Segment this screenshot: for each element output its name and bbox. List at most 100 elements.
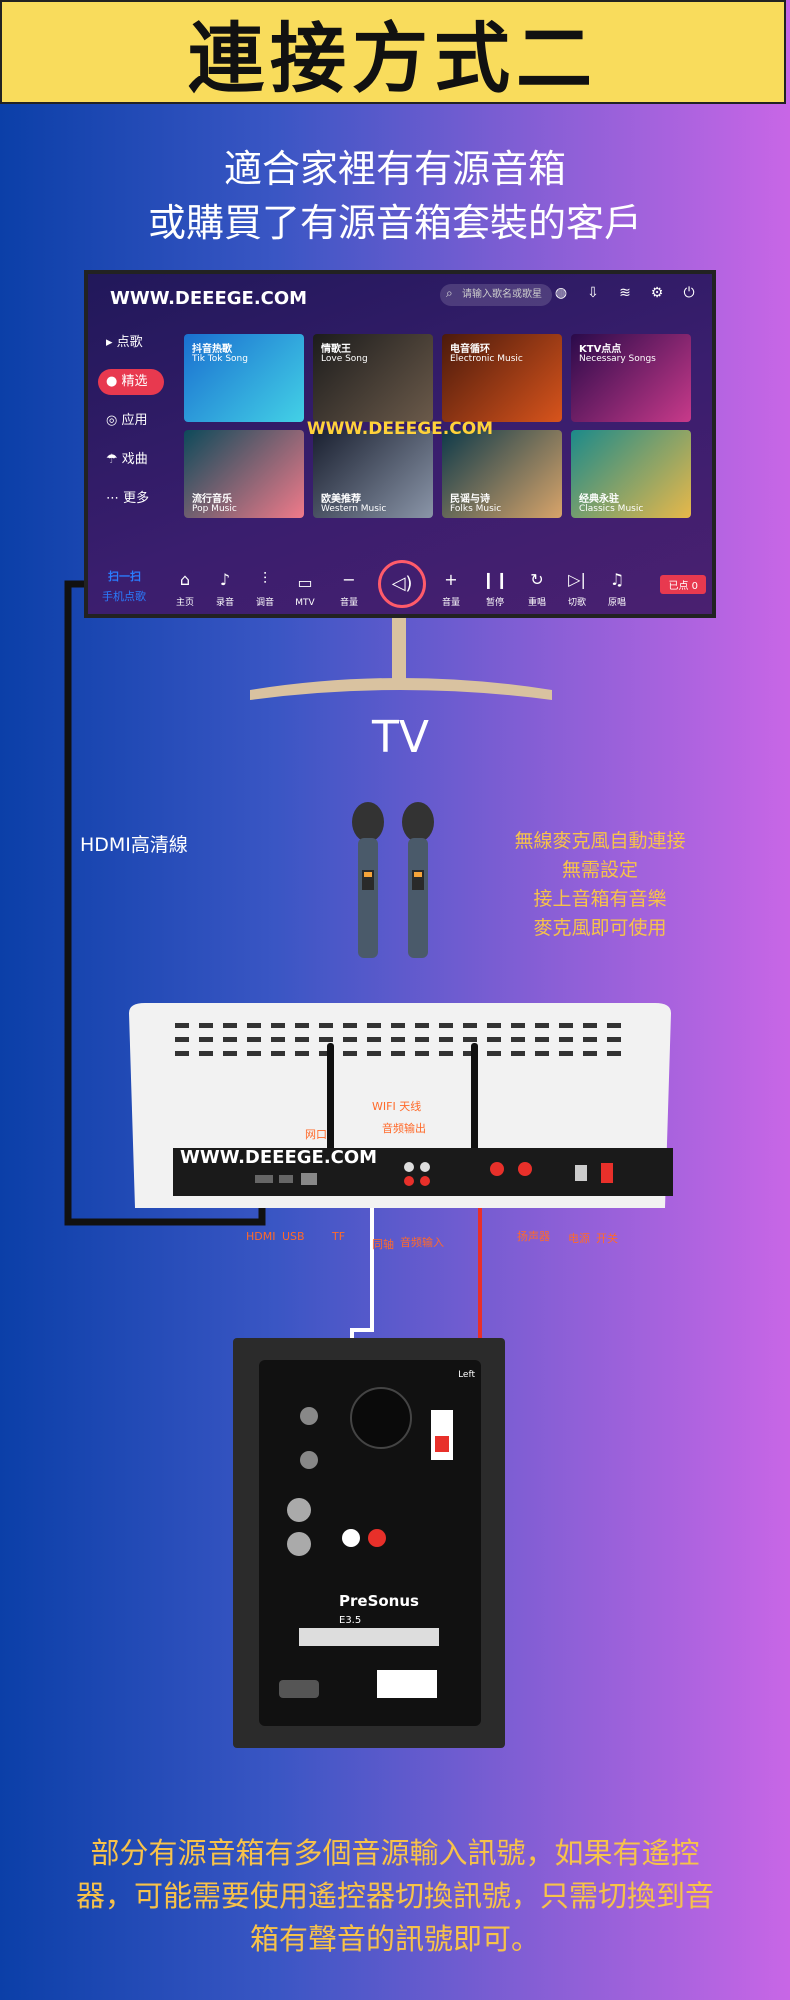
pause-icon: ❙❙	[481, 570, 509, 589]
microphone-right	[402, 802, 434, 958]
rca-input-white	[342, 1529, 360, 1547]
port-hole	[350, 1387, 412, 1449]
replay-button[interactable]: ↻重唱	[518, 570, 556, 608]
speaker-rear-panel: Left PreSonus E3.5	[259, 1360, 481, 1726]
vocal-icon: ♫	[609, 570, 625, 589]
annotation-switch: 开关	[596, 1232, 618, 1245]
side-menu-item-active[interactable]: ● 精选	[98, 369, 164, 395]
annotation-coax: 同轴	[372, 1238, 394, 1251]
tune-button[interactable]: ⫶调音	[246, 569, 284, 608]
speaker-side-label: Left	[458, 1370, 475, 1380]
opera-icon: ☂	[106, 452, 122, 467]
antenna-right	[471, 1043, 478, 1153]
play-icon: ▸	[106, 335, 117, 350]
subtitle-line-2: 或購買了有源音箱套裝的客戶	[147, 201, 642, 245]
annotation-audio-out: 音频输出	[382, 1122, 426, 1135]
footer-line-2: 器，可能需要使用遙控器切換訊號，只需切換到音	[75, 1879, 714, 1913]
annotation-usb: USB	[282, 1230, 305, 1243]
record-button[interactable]: ♪录音	[206, 570, 244, 608]
footer-line-1: 部分有源音箱有多個音源輸入訊號，如果有遙控	[90, 1836, 700, 1870]
annotation-speaker-out: 扬声器	[517, 1230, 550, 1243]
qr-scan-badge[interactable]: 扫一扫 手机点歌	[102, 570, 146, 603]
title-banner: 連接方式二	[0, 0, 786, 104]
plus-icon: +	[444, 570, 458, 589]
star-icon: ●	[106, 374, 122, 389]
active-speaker: Left PreSonus E3.5	[233, 1338, 505, 1748]
side-menu: ▸ 点歌 ● 精选 ◎ 应用 ☂ 戏曲 ⋯ 更多	[98, 330, 164, 525]
next-button[interactable]: ▷|切歌	[558, 570, 596, 608]
pause-button[interactable]: ❙❙暂停	[476, 570, 514, 608]
microphone-left	[352, 802, 384, 958]
side-menu-item[interactable]: ▸ 点歌	[106, 335, 143, 350]
annotation-lan: 网口	[305, 1128, 327, 1141]
mic-icon: ♪	[219, 570, 231, 589]
box-url: WWW.DEEEGE.COM	[180, 1147, 378, 1168]
replay-icon: ↻	[530, 570, 544, 589]
rear-panel	[173, 1148, 673, 1196]
subtitle-line-1: 適合家裡有有源音箱	[223, 147, 566, 191]
tv-label: TV	[372, 712, 429, 763]
wifi-icon[interactable]: ≋	[619, 285, 631, 301]
annotation-power: 电源	[568, 1232, 590, 1245]
skip-icon: ▷|	[568, 570, 586, 589]
speaker-panel-details	[279, 1387, 453, 1698]
karaoke-box	[129, 1003, 673, 1208]
speaker-brand: PreSonus	[339, 1592, 419, 1610]
annotation-tf: TF	[332, 1230, 346, 1243]
search-icon: ⌕	[446, 286, 453, 300]
volume-speaker-button[interactable]: ◁)	[378, 560, 426, 608]
side-menu-item[interactable]: ⋯ 更多	[106, 491, 150, 506]
original-vocal-button[interactable]: ♫原唱	[598, 570, 636, 608]
volume-up-button[interactable]: +音量	[432, 570, 470, 608]
footer-line-3: 箱有聲音的訊號即可。	[249, 1922, 540, 1956]
power-icon[interactable]: ⏻	[683, 285, 695, 301]
mic-note-line-4: 麥克風即可使用	[533, 917, 667, 939]
apps-icon: ◎	[106, 413, 122, 428]
speaker-icon: ◁)	[391, 573, 413, 594]
search-input[interactable]: 请输入歌名或歌星	[440, 284, 552, 306]
home-icon: ⌂	[179, 570, 191, 589]
mic-note-line-1: 無線麥克風自動連接	[514, 830, 686, 852]
speaker-model: E3.5	[339, 1615, 362, 1626]
tv-stand	[250, 618, 552, 700]
tv-bottom-bar: 扫一扫 手机点歌 ⌂主页 ♪录音 ⫶调音 ▭MTV −音量 ◁) +音量 ❙❙暂…	[88, 542, 712, 614]
volume-down-button[interactable]: −音量	[330, 570, 368, 608]
annotation-wifi: WIFI 天线	[372, 1100, 422, 1113]
page-title: 連接方式二	[188, 14, 598, 103]
download-icon[interactable]: ⇩	[587, 285, 599, 301]
hdmi-cable	[64, 580, 266, 1226]
tv-watermark: WWW.DEEEGE.COM	[306, 419, 494, 439]
mic-note-line-2: 無需設定	[561, 859, 638, 881]
tv-top-icons: ◍ ⇩ ≋ ⚙ ⏻	[552, 284, 698, 302]
mtv-icon: ▭	[297, 573, 313, 592]
speaker-terminal	[431, 1410, 453, 1460]
ordered-songs-button[interactable]: 已点 0	[660, 575, 706, 594]
more-icon: ⋯	[106, 491, 124, 506]
footer-note: 部分有源音箱有多個音源輸入訊號，如果有遙控 器，可能需要使用遙控器切換訊號，只需…	[40, 1832, 750, 1961]
antenna-left	[327, 1043, 334, 1153]
mtv-button[interactable]: ▭MTV	[286, 573, 324, 608]
wireless-microphones	[352, 802, 434, 958]
tv-screen: WWW.DEEEGE.COM 请输入歌名或歌星 ⌕ ◍ ⇩ ≋ ⚙ ⏻ ▸ 点歌…	[84, 270, 716, 618]
mic-note-line-3: 接上音箱有音樂	[533, 888, 667, 910]
home-button[interactable]: ⌂主页	[166, 570, 204, 608]
side-menu-item[interactable]: ☂ 戏曲	[106, 452, 148, 467]
equalizer-icon: ⫶	[262, 569, 267, 588]
globe-icon[interactable]: ◍	[554, 285, 568, 301]
annotation-hdmi: HDMI	[246, 1230, 276, 1243]
gear-icon[interactable]: ⚙	[650, 285, 664, 301]
annotation-audio-in: 音频输入	[400, 1236, 444, 1249]
tv-url: WWW.DEEEGE.COM	[110, 288, 308, 309]
side-menu-item[interactable]: ◎ 应用	[106, 413, 148, 428]
rca-input-red	[368, 1529, 386, 1547]
hdmi-cable-label: HDMI高清線	[80, 834, 188, 856]
